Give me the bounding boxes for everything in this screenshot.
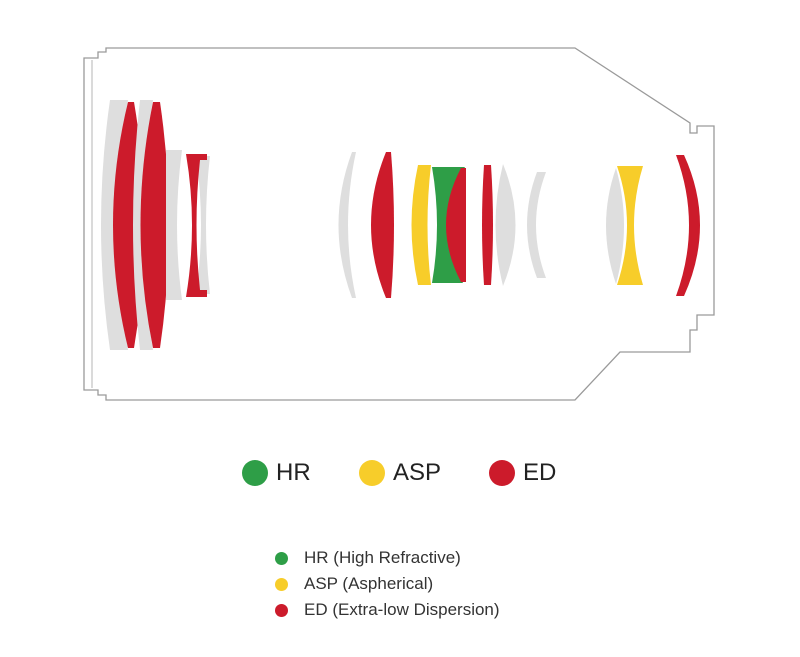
legend-detail-label-hr: HR (High Refractive) — [304, 548, 461, 567]
legend-item-ed: ED — [489, 455, 556, 491]
lens-barrel-outline — [83, 47, 715, 401]
lens-element-8 — [338, 152, 356, 298]
legend-item-hr: HR — [242, 455, 311, 491]
lens-element-3 — [133, 100, 153, 350]
lens-element-4 — [140, 102, 169, 348]
legend-label-hr: HR — [276, 459, 311, 486]
lens-element-5 — [166, 150, 182, 300]
lens-element-18 — [676, 155, 700, 296]
ed-dot-icon — [489, 460, 515, 486]
ed-small-dot-icon — [275, 603, 288, 617]
lens-element-15 — [527, 172, 546, 278]
legend-detail-ed: ED (Extra-low Dispersion) — [270, 597, 670, 623]
legend-detail-hr: HR (High Refractive) — [270, 545, 670, 571]
hr-small-dot-icon — [275, 551, 288, 565]
hr-dot-icon — [242, 460, 268, 486]
lens-element-9 — [371, 152, 394, 298]
legend-label-ed: ED — [523, 459, 557, 486]
lens-element-6 — [196, 156, 210, 294]
lens-element-13 — [482, 165, 493, 285]
asp-dot-icon — [359, 460, 385, 486]
lens-element-12 — [446, 168, 466, 282]
legend-secondary: HR (High Refractive) ASP (Aspherical) ED… — [270, 545, 670, 623]
lens-element-17 — [617, 166, 643, 285]
legend-primary: HR ASP ED — [0, 455, 800, 495]
legend-label-asp: ASP — [393, 459, 442, 486]
lens-element-16 — [606, 168, 624, 284]
lens-element-7 — [186, 154, 207, 297]
legend-detail-asp: ASP (Aspherical) — [270, 571, 670, 597]
asp-small-dot-icon — [275, 577, 288, 591]
legend-detail-label-asp: ASP (Aspherical) — [304, 574, 434, 593]
legend-item-asp: ASP — [359, 455, 441, 491]
lens-element-10 — [411, 165, 431, 285]
lens-element-14 — [495, 164, 516, 286]
lens-construction-diagram — [83, 47, 715, 401]
legend-detail-label-ed: ED (Extra-low Dispersion) — [304, 600, 500, 619]
